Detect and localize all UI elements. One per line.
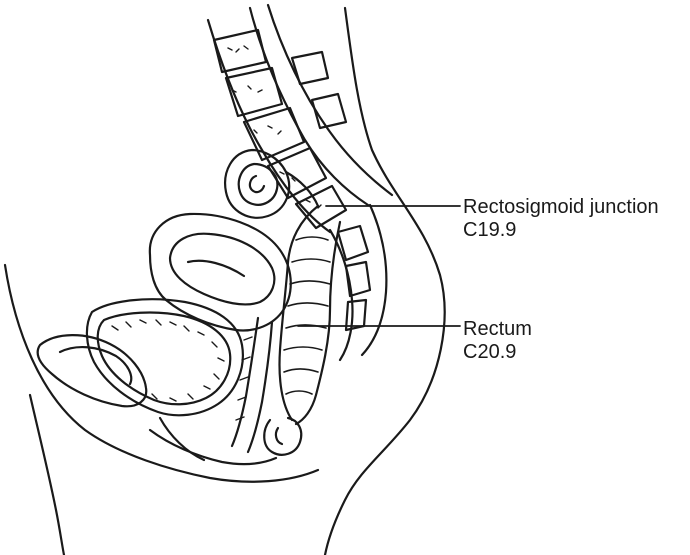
label-rectum: Rectum C20.9 xyxy=(463,318,532,364)
label-rectum-name: Rectum xyxy=(463,318,532,340)
bladder xyxy=(87,299,243,415)
label-rectosigmoid-junction: Rectosigmoid junction C19.9 xyxy=(463,196,659,242)
rectum xyxy=(280,206,341,424)
label-rectosigmoid-code: C19.9 xyxy=(463,219,659,242)
perineum-contour xyxy=(150,430,276,464)
back-contour xyxy=(325,8,445,555)
labia-contour xyxy=(160,418,204,460)
vagina xyxy=(232,318,272,452)
thigh-contour xyxy=(30,395,64,555)
label-rectosigmoid-name: Rectosigmoid junction xyxy=(463,196,659,218)
label-rectum-code: C20.9 xyxy=(463,341,532,364)
